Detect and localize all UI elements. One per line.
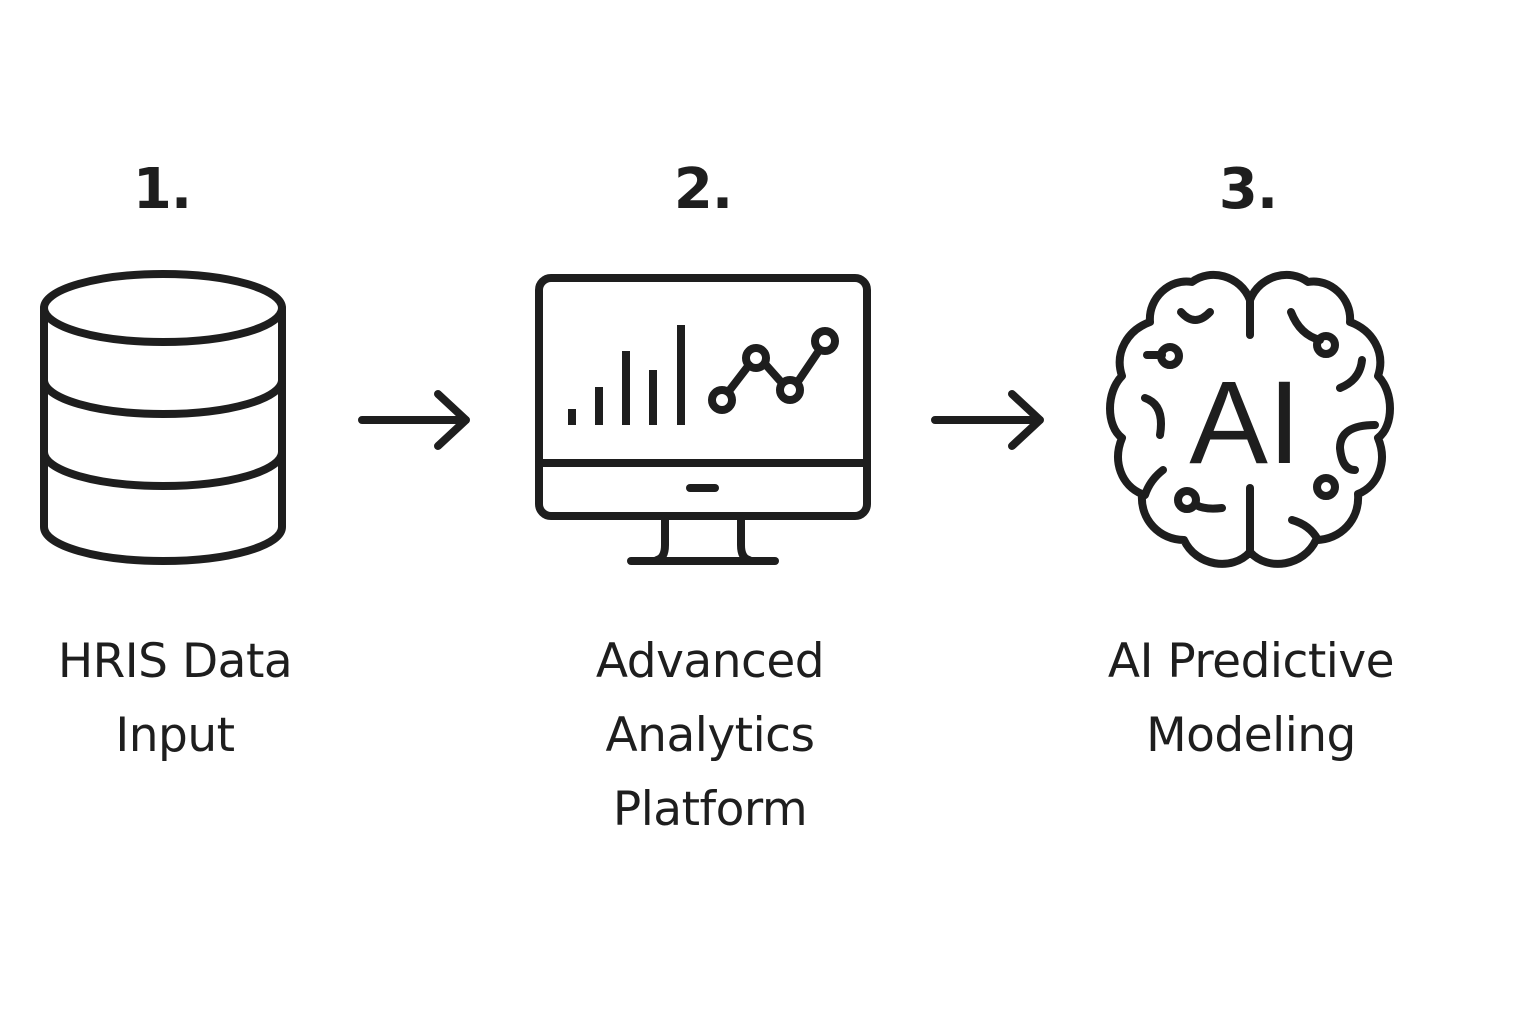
step-3-label-line: Modeling: [1146, 708, 1356, 763]
step-1-label-line: HRIS Data: [57, 634, 293, 689]
step-3-label: AI Predictive Modeling: [1061, 625, 1441, 773]
step-1-number: 1.: [132, 157, 192, 222]
step-1-label: HRIS Data Input: [0, 625, 365, 773]
step-2-label: Advanced Analytics Platform: [520, 625, 900, 847]
step-2-number: 2.: [673, 157, 733, 222]
step-3-number: 3.: [1218, 157, 1278, 222]
step-2-label-line: Analytics: [605, 708, 815, 763]
step-3-label-line: AI Predictive: [1107, 634, 1395, 689]
step-1-label-line: Input: [115, 708, 235, 763]
bar-chart-icon: [568, 325, 685, 425]
step-2-label-line: Advanced: [595, 634, 825, 689]
line-chart-icon: [708, 327, 839, 414]
step-2-label-line: Platform: [612, 782, 808, 837]
ai-brain-icon-text: AI: [1189, 357, 1301, 489]
